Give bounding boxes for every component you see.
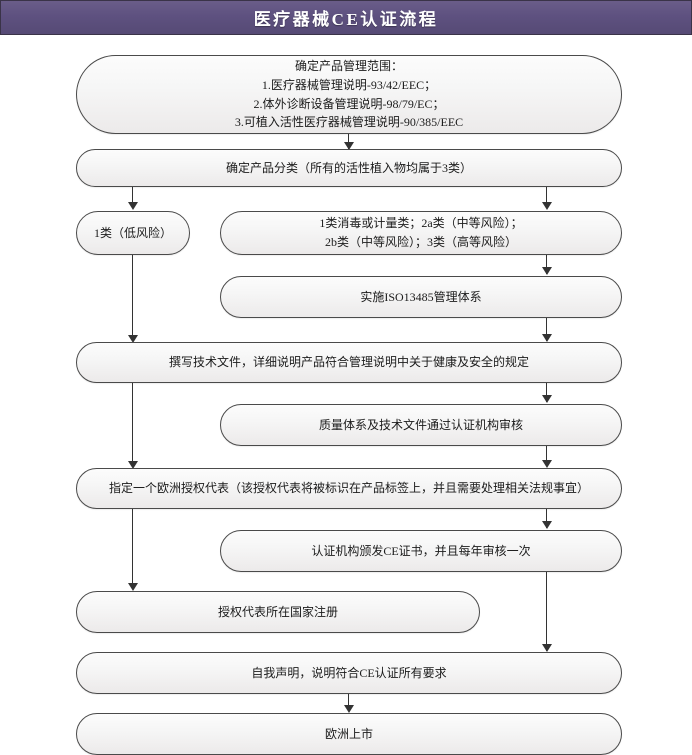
node-place-on-european-market[interactable]: 欧洲上市 xyxy=(76,713,622,755)
node-class-2a-2b-3[interactable]: 1类消毒或计量类；2a类（中等风险）； 2b类（中等风险）；3类（高等风险） xyxy=(220,211,622,255)
connector-class-other-to-iso13485 xyxy=(546,254,547,274)
node-implement-iso13485-label: 实施ISO13485管理体系 xyxy=(360,289,482,304)
node-product-classification[interactable]: 确定产品分类（所有的活性植入物均属于3类） xyxy=(76,149,622,187)
node-issue-ce-certificate[interactable]: 认证机构颁发CE证书，并且每年审核一次 xyxy=(220,530,622,572)
arrow-ce-cert-to-declaration xyxy=(542,644,552,652)
node-quality-system-audit[interactable]: 质量体系及技术文件通过认证机构审核 xyxy=(220,404,622,446)
connector-classification-to-class1 xyxy=(132,186,133,208)
arrow-class-other-to-iso13485 xyxy=(542,267,552,275)
connector-class1-to-tech-file xyxy=(132,254,133,341)
node-write-technical-file[interactable]: 撰写技术文件，详细说明产品符合管理说明中关于健康及安全的规定 xyxy=(76,342,622,383)
connector-iso13485-to-tech-file xyxy=(546,318,547,341)
node-place-on-european-market-label: 欧洲上市 xyxy=(324,726,373,741)
arrow-classification-to-class1 xyxy=(128,202,138,210)
node-quality-system-audit-label: 质量体系及技术文件通过认证机构审核 xyxy=(318,417,523,432)
node-register-in-rep-country[interactable]: 授权代表所在国家注册 xyxy=(76,591,480,633)
page-title: 医疗器械CE认证流程 xyxy=(253,10,439,29)
node-class-1-low-risk-label: 1类（低风险） xyxy=(93,225,172,240)
arrow-class1-to-tech-file xyxy=(128,335,138,343)
connector-authorized-rep-to-ce-cert xyxy=(546,508,547,528)
node-determine-scope[interactable]: 确定产品管理范围： 1.医疗器械管理说明-93/42/EEC； 2.体外诊断设备… xyxy=(76,55,622,134)
arrow-audit-to-authorized-rep xyxy=(542,460,552,468)
node-appoint-authorized-representative[interactable]: 指定一个欧洲授权代表（该授权代表将被标识在产品标签上，并且需要处理相关法规事宜） xyxy=(76,468,622,509)
node-issue-ce-certificate-label: 认证机构颁发CE证书，并且每年审核一次 xyxy=(311,543,531,558)
node-implement-iso13485[interactable]: 实施ISO13485管理体系 xyxy=(220,276,622,318)
connector-declaration-to-market xyxy=(348,694,349,711)
arrow-tech-file-to-authorized-rep xyxy=(128,461,138,469)
connector-tech-file-to-audit xyxy=(546,382,547,402)
node-product-classification-label: 确定产品分类（所有的活性植入物均属于3类） xyxy=(225,160,472,175)
node-class-1-low-risk[interactable]: 1类（低风险） xyxy=(76,211,190,255)
arrow-authorized-rep-to-registration xyxy=(128,583,138,591)
node-register-in-rep-country-label: 授权代表所在国家注册 xyxy=(217,604,338,619)
node-class-2a-2b-3-label: 1类消毒或计量类；2a类（中等风险）； 2b类（中等风险）；3类（高等风险） xyxy=(319,216,523,249)
node-appoint-authorized-representative-label: 指定一个欧洲授权代表（该授权代表将被标识在产品标签上，并且需要处理相关法规事宜） xyxy=(108,481,589,496)
page-header: 医疗器械CE认证流程 xyxy=(0,0,692,35)
node-self-declaration-label: 自我声明，说明符合CE认证所有要求 xyxy=(251,665,447,680)
arrow-scope-to-classification xyxy=(344,142,354,150)
node-determine-scope-label: 确定产品管理范围： 1.医疗器械管理说明-93/42/EEC； 2.体外诊断设备… xyxy=(234,59,464,130)
connector-scope-to-classification xyxy=(348,133,349,149)
arrow-declaration-to-market xyxy=(344,705,354,713)
arrow-iso13485-to-tech-file xyxy=(542,334,552,342)
connector-ce-cert-to-declaration xyxy=(546,572,547,651)
arrow-authorized-rep-to-ce-cert xyxy=(542,521,552,529)
node-write-technical-file-label: 撰写技术文件，详细说明产品符合管理说明中关于健康及安全的规定 xyxy=(168,355,529,370)
node-self-declaration[interactable]: 自我声明，说明符合CE认证所有要求 xyxy=(76,652,622,694)
connector-authorized-rep-to-registration xyxy=(132,508,133,589)
connector-tech-file-to-authorized-rep xyxy=(132,382,133,465)
connector-classification-to-class-other xyxy=(546,186,547,208)
connector-audit-to-authorized-rep xyxy=(546,446,547,465)
arrow-tech-file-to-audit xyxy=(542,395,552,403)
arrow-classification-to-class-other xyxy=(542,202,552,210)
